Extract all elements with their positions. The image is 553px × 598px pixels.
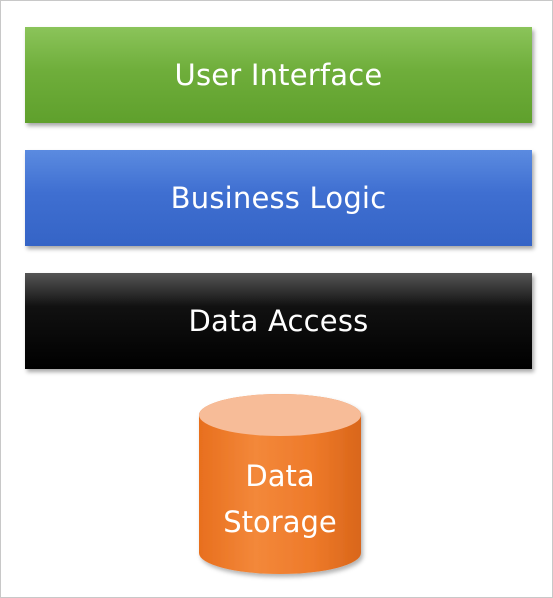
business-logic-label: Business Logic (170, 181, 387, 215)
cylinder-body (199, 394, 361, 574)
user-interface-label: User Interface (174, 58, 383, 92)
data-storage-cylinder: Data Storage (197, 393, 363, 577)
data-storage-label-line2: Storage (223, 505, 337, 539)
database-cylinder-icon (199, 394, 361, 574)
cylinder-top (199, 394, 361, 436)
business-logic-layer: Business Logic (25, 150, 532, 246)
data-access-label: Data Access (188, 304, 369, 338)
data-access-layer: Data Access (25, 273, 532, 369)
data-storage-label: Data Storage (197, 453, 363, 545)
data-storage-label-line1: Data (245, 459, 315, 493)
user-interface-layer: User Interface (25, 27, 532, 123)
